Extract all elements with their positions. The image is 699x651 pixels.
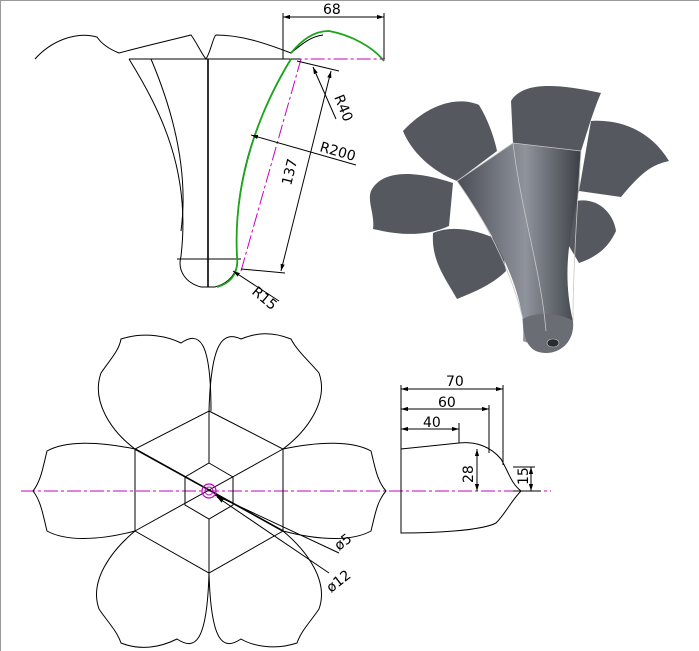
shaded-3d-view xyxy=(369,86,669,353)
dim-r40: R40 xyxy=(330,93,355,125)
profile-view: 70 60 40 28 15 xyxy=(400,374,541,534)
plan-view: ø5 ø12 xyxy=(21,333,551,648)
dim-137: 137 xyxy=(279,157,301,187)
front-view: 68 R40 R200 137 R15 xyxy=(34,2,385,314)
dim-70: 70 xyxy=(446,374,464,390)
dim-60: 60 xyxy=(438,395,456,411)
dim-dia-12: ø12 xyxy=(324,567,355,596)
dim-68: 68 xyxy=(323,2,341,18)
dim-dia-5: ø5 xyxy=(332,531,356,554)
dim-r15: R15 xyxy=(248,284,279,314)
dim-40: 40 xyxy=(423,415,441,431)
dim-r200: R200 xyxy=(318,139,357,164)
dim-28: 28 xyxy=(461,465,477,483)
dim-15: 15 xyxy=(516,467,532,485)
